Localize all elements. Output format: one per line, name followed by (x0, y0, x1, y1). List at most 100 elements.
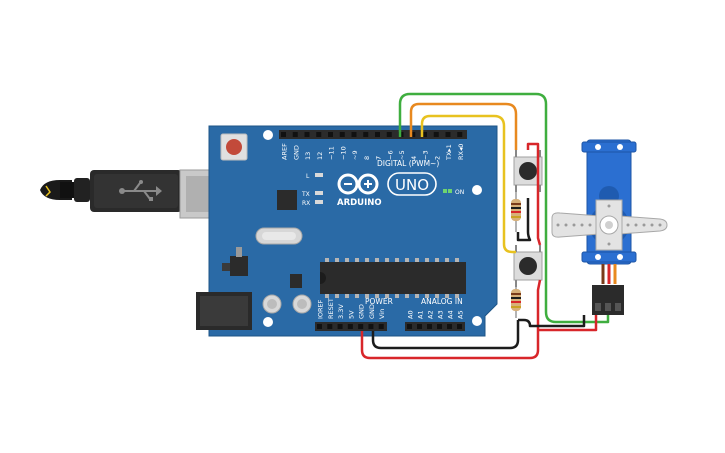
usb-cable[interactable] (40, 169, 227, 219)
arduino-wordmark: ARDUINO (337, 198, 382, 208)
header-pin[interactable] (292, 132, 298, 137)
analog-header[interactable] (405, 322, 465, 331)
reset-button[interactable] (220, 133, 248, 161)
header-pin[interactable] (339, 132, 345, 137)
pin-label: ~5 (398, 150, 406, 160)
chip-pin (405, 294, 409, 298)
chip-pin (335, 294, 339, 298)
header-pin[interactable] (437, 324, 442, 329)
header-pin[interactable] (317, 324, 322, 329)
wire-orange[interactable] (409, 102, 518, 150)
digital-header[interactable] (279, 130, 467, 139)
transistor (290, 274, 302, 288)
pin-label: A4 (447, 310, 455, 319)
horn-hole (626, 223, 630, 227)
pin-label: 12 (316, 152, 324, 160)
horn-hole (634, 223, 638, 227)
horn-hole (564, 223, 568, 227)
header-pin[interactable] (347, 324, 353, 329)
header-pin[interactable] (386, 132, 392, 137)
wire-red[interactable] (360, 142, 598, 360)
header-pin[interactable] (281, 132, 286, 137)
header-pin[interactable] (375, 132, 380, 137)
chip-pin (405, 258, 409, 262)
chip-pin (355, 258, 359, 262)
header-pin[interactable] (427, 324, 432, 329)
arduino-logo: ARDUINO (337, 173, 382, 208)
uno-badge: UNO (387, 172, 437, 196)
horn-hole (650, 223, 654, 227)
mounting-hole (263, 130, 273, 140)
header-pin[interactable] (457, 324, 462, 329)
resistor[interactable] (511, 287, 521, 318)
wire-green[interactable] (398, 92, 610, 324)
header-pin[interactable] (378, 324, 384, 329)
pin-label: A0 (407, 310, 415, 319)
servo[interactable] (551, 139, 668, 315)
power-jack[interactable] (196, 292, 252, 330)
header-pin[interactable] (327, 324, 333, 329)
regulator (230, 256, 248, 276)
status-leds: L TX RX ON (301, 173, 464, 207)
led-rx-label: RX (302, 200, 310, 207)
led-on-label: ON (455, 189, 464, 196)
header-pin[interactable] (433, 132, 439, 137)
chip-pin (325, 294, 329, 298)
pin-label: ~10 (339, 146, 347, 160)
horn-hole (572, 223, 576, 227)
pin-label: Vin (378, 309, 386, 319)
horn-hole (658, 223, 662, 227)
header-pin[interactable] (410, 132, 416, 137)
usb-icon (119, 180, 162, 201)
header-pin[interactable] (422, 132, 427, 137)
wire-yellow[interactable] (420, 114, 516, 254)
header-pin[interactable] (351, 132, 357, 137)
horn-hole (607, 242, 611, 246)
pin-label: GND (368, 304, 376, 319)
pin-label: 2 (433, 156, 441, 160)
wire-black[interactable] (371, 198, 586, 350)
horn-hole (642, 223, 646, 227)
usb-chip (277, 190, 297, 210)
pushbutton[interactable] (513, 245, 543, 287)
horn-hole (556, 223, 560, 227)
pin-label: ~6 (386, 150, 394, 160)
resistor[interactable] (511, 192, 521, 232)
pin-label: TX▸1 (445, 144, 453, 161)
chip-pin (345, 258, 349, 262)
header-pin[interactable] (445, 132, 451, 137)
pin-label: IOREF (317, 299, 325, 319)
header-pin[interactable] (368, 324, 374, 329)
servo-horn[interactable] (551, 199, 668, 251)
header-pin[interactable] (447, 324, 452, 329)
pin-label: 3.3V (337, 304, 345, 319)
header-pin[interactable] (407, 324, 412, 329)
header-pin[interactable] (358, 324, 364, 329)
crystal-oscillator (255, 227, 303, 245)
header-pin[interactable] (417, 324, 422, 329)
header-pin[interactable] (328, 132, 333, 137)
chip-pin (425, 294, 429, 298)
header-pin[interactable] (363, 132, 369, 137)
header-pin[interactable] (316, 132, 322, 137)
chip-pin (395, 294, 399, 298)
led-l-label: L (306, 173, 310, 180)
pin-label: RESET (327, 298, 335, 319)
pin-label: A2 (427, 310, 435, 319)
chip-pin (385, 294, 389, 298)
header-pin[interactable] (304, 132, 310, 137)
led-tx-label: TX (301, 191, 310, 198)
pin-label: A1 (417, 310, 425, 319)
servo-connector[interactable] (592, 285, 624, 315)
header-pin[interactable] (337, 324, 343, 329)
power-header[interactable] (315, 322, 387, 331)
pin-label: ~3 (422, 150, 430, 160)
pin-label: GND (292, 145, 300, 160)
pin-label: A5 (457, 310, 465, 319)
chip-pin (345, 294, 349, 298)
header-pin[interactable] (457, 132, 463, 137)
